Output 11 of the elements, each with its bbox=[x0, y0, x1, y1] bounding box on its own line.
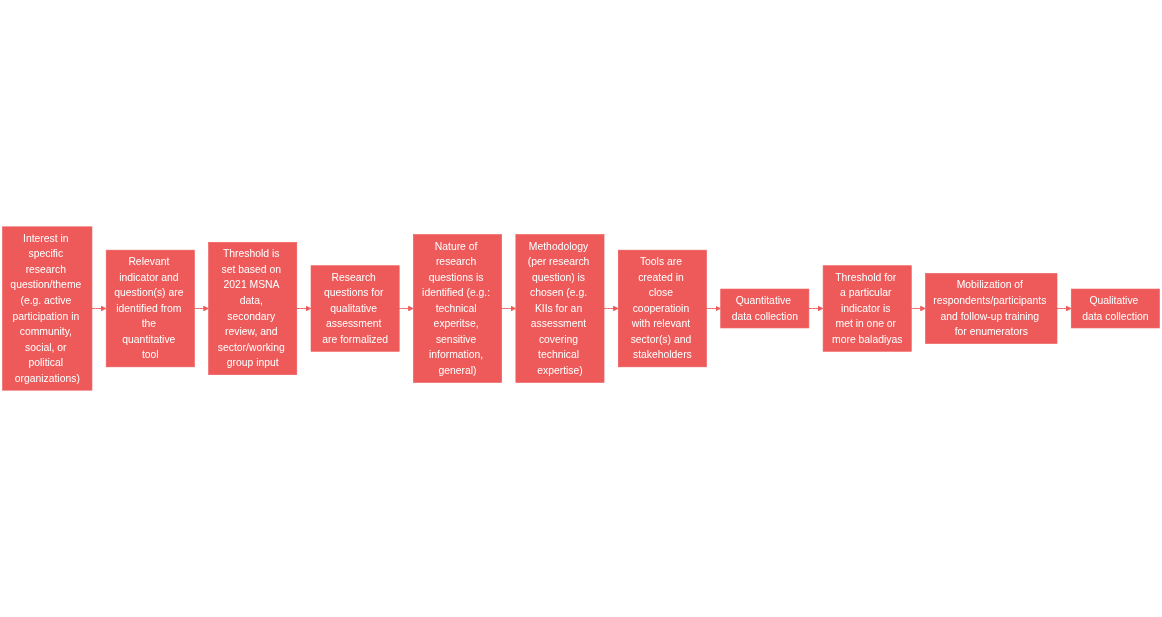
node-box: Nature of research questions is identified (e.g.: technical experitse, sensitive information, general) bbox=[413, 234, 502, 383]
node-box: Qualitative data collection bbox=[1070, 288, 1160, 329]
node-box: Research questions for qualitative assessment are formalized bbox=[310, 265, 400, 352]
node-box: Tools are created in close cooperatioin with relevant sector(s) and stakeholders bbox=[617, 249, 707, 368]
node-box: Interest in specific research question/theme (e.g. active participation in community, social, or political organizations) bbox=[2, 226, 93, 391]
node-box: Threshold is set based on 2021 MSNA data, secondary review, and sector/working group input bbox=[208, 242, 298, 375]
node-box: Quantitative data collection bbox=[720, 288, 810, 329]
node-box: Methodology (per research question) is chosen (e.g. KIIs for an assessment covering technical expertise) bbox=[515, 234, 605, 383]
node-box: Relevant indicator and question(s) are identified from the quantitative tool bbox=[105, 249, 195, 368]
node-box: Threshold for a particular indicator is met in one or more baladiyas bbox=[822, 265, 912, 352]
node-box: Mobilization of respondents/participants and follow-up training for enumerators bbox=[925, 273, 1058, 344]
